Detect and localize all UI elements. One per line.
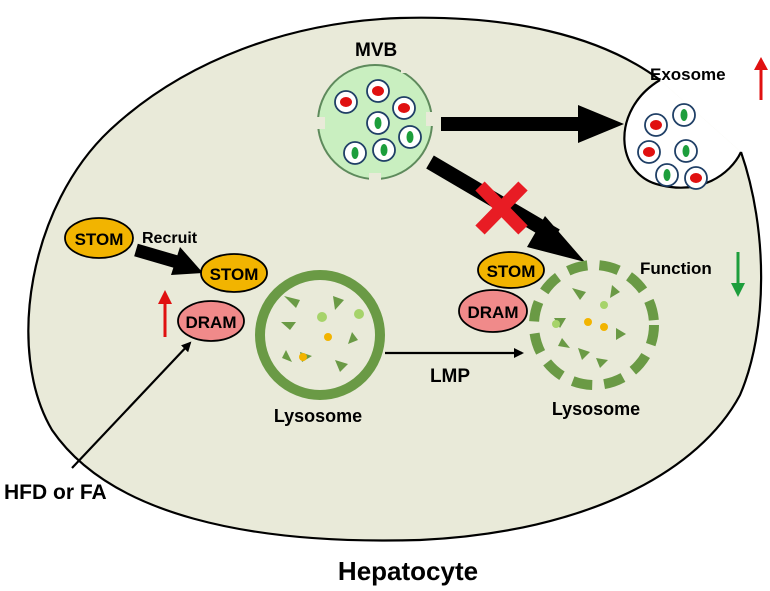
recruit-label: Recruit xyxy=(142,230,198,247)
function-down-arrow-icon xyxy=(731,252,745,297)
stom-bound-label: STOM xyxy=(210,265,259,284)
recruit-arrow xyxy=(134,243,203,275)
stom-free-label: STOM xyxy=(75,230,124,249)
mvb-cargo xyxy=(366,79,390,103)
mvb-cargo xyxy=(392,96,416,120)
stimulus-label: HFD or FA xyxy=(4,481,107,504)
stom-bound xyxy=(200,253,268,293)
exosome-vesicle xyxy=(674,139,698,163)
mvb-cargo xyxy=(398,125,422,149)
mvb-cargo xyxy=(366,111,390,135)
mvb-cargo xyxy=(334,90,358,114)
exosome-vesicle xyxy=(684,166,708,190)
exosome-label: Exosome xyxy=(650,65,726,84)
dram-left xyxy=(177,300,245,342)
dram-right xyxy=(458,289,528,333)
exosome-vesicle xyxy=(655,163,679,187)
hepatocyte-cell xyxy=(27,16,763,542)
lmp-label: LMP xyxy=(430,366,470,387)
red-x-icon xyxy=(475,181,528,235)
dram-up-arrow-icon xyxy=(158,290,172,337)
lysosome-damaged xyxy=(529,260,659,390)
mvb-label: MVB xyxy=(355,40,397,61)
lysosome-intact xyxy=(255,270,385,400)
exosome-vesicle xyxy=(644,113,668,137)
cell-label: Hepatocyte xyxy=(338,556,478,586)
lysosome-right-label: Lysosome xyxy=(552,399,640,419)
stom-right-label: STOM xyxy=(487,262,536,281)
exosome-vesicle xyxy=(637,140,661,164)
stom-free xyxy=(64,217,134,259)
mvb xyxy=(313,62,438,185)
stimulus-arrow xyxy=(71,341,192,469)
exosome-pocket xyxy=(623,79,742,190)
lysosome-left-label: Lysosome xyxy=(274,406,362,426)
exosome-up-arrow-icon xyxy=(754,57,768,100)
dram-left-label: DRAM xyxy=(186,313,237,332)
function-label: Function xyxy=(640,259,712,278)
mvb-to-exosome-arrow xyxy=(441,105,624,143)
dram-right-label: DRAM xyxy=(468,303,519,322)
mvb-cargo xyxy=(343,141,367,165)
exosome-vesicle xyxy=(672,103,696,127)
stom-right xyxy=(477,251,545,289)
mvb-cargo xyxy=(372,138,396,162)
